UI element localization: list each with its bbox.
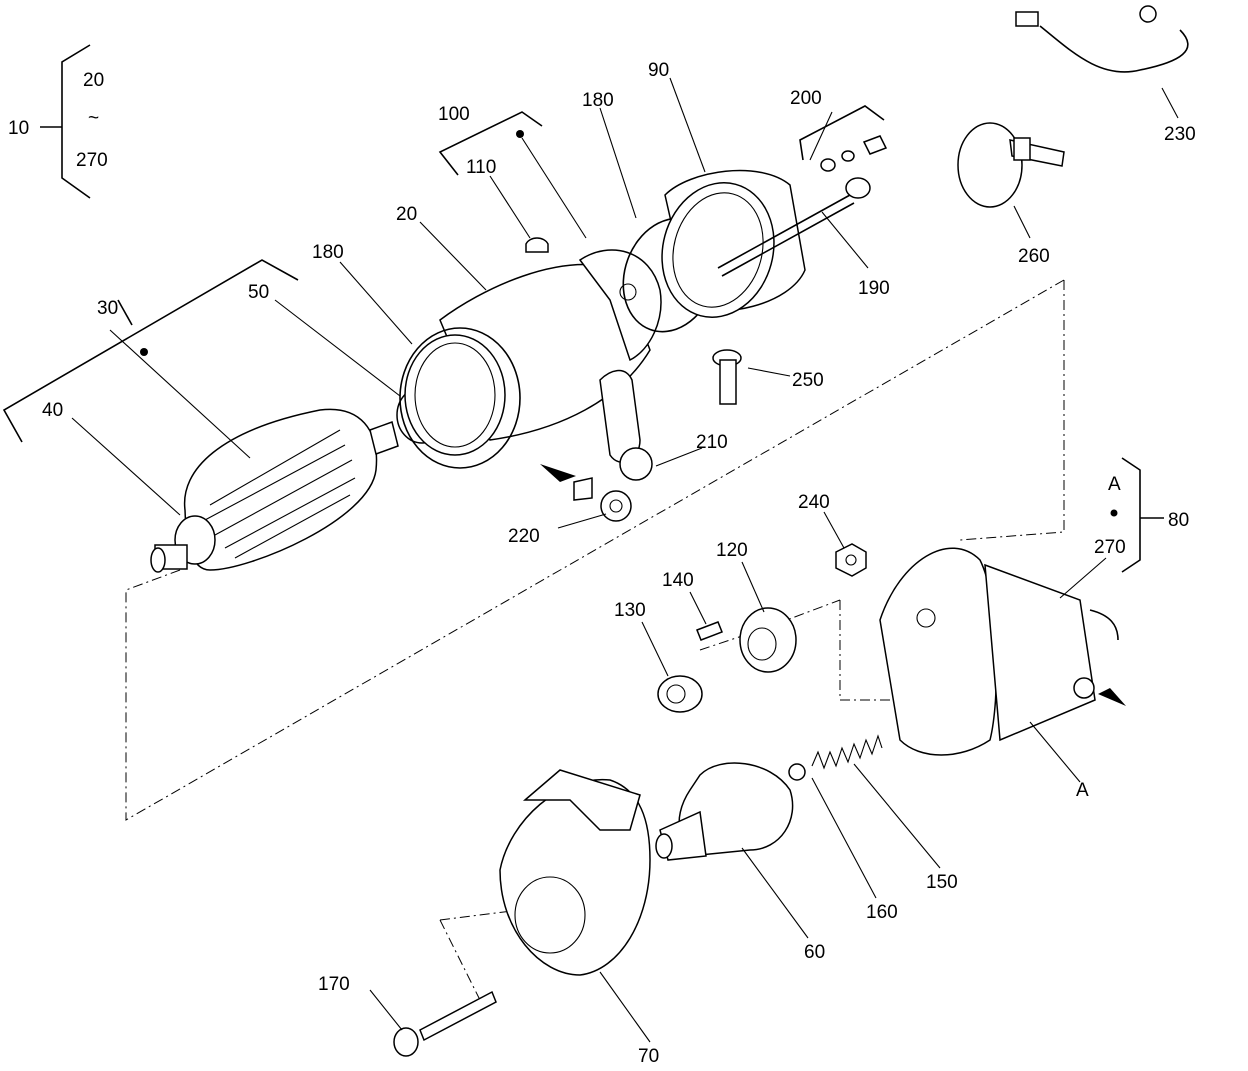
- callout-170: 170: [318, 974, 350, 995]
- callout-210: 210: [696, 432, 728, 453]
- callout-A-bottom: A: [1076, 780, 1089, 801]
- callout-60: 60: [804, 942, 825, 963]
- gear-part: [739, 607, 797, 673]
- leader-lines: [71, 77, 1179, 1043]
- bracket-10: [40, 44, 91, 199]
- callout-90: 90: [648, 60, 669, 81]
- callout-220: 220: [508, 526, 540, 547]
- callout-180-right: 180: [582, 90, 614, 111]
- callout-10: 10: [8, 118, 29, 139]
- retainer-part: [657, 675, 703, 713]
- screw-part-250: [712, 349, 742, 405]
- callout-150: 150: [926, 872, 958, 893]
- callout-230: 230: [1164, 124, 1196, 145]
- callout-190: 190: [858, 278, 890, 299]
- spring-part: [811, 734, 883, 770]
- callout-270-range: 270: [76, 150, 108, 171]
- callout-120: 120: [716, 540, 748, 561]
- callout-240: 240: [798, 492, 830, 513]
- nut-part-220: [600, 490, 632, 522]
- callout-80: 80: [1168, 510, 1189, 531]
- drive-housing-part: [499, 769, 651, 976]
- ground-wire-part: [1015, 5, 1189, 73]
- pin-part: [696, 621, 723, 641]
- clip-part-110: [525, 237, 549, 253]
- callout-200: 200: [790, 88, 822, 109]
- callout-50: 50: [248, 282, 269, 303]
- pinion-clutch-part: [655, 762, 794, 861]
- bracket-80: [1110, 457, 1164, 573]
- callout-130: 130: [614, 600, 646, 621]
- callout-40: 40: [42, 400, 63, 421]
- callout-labels: 10 20 ~ 270 30 40 50 180 20 100 110 180 …: [8, 60, 1196, 1067]
- through-bolt-part: [717, 177, 871, 277]
- bracket-30: [2, 259, 299, 443]
- band-clamp-part: [957, 122, 1065, 208]
- callout-A-top: A: [1108, 474, 1121, 495]
- callout-20-range: 20: [83, 70, 104, 91]
- callout-180-left: 180: [312, 242, 344, 263]
- callout-100: 100: [438, 104, 470, 125]
- bolt-part: [393, 990, 497, 1057]
- solenoid-assembly-part: [879, 547, 1126, 756]
- callout-20: 20: [396, 204, 417, 225]
- callout-30: 30: [97, 298, 118, 319]
- bracket-100: [438, 111, 543, 176]
- callout-160: 160: [866, 902, 898, 923]
- ball-part: [788, 763, 806, 781]
- washer-nut-set: [820, 135, 888, 172]
- nut-part-240: [835, 543, 867, 577]
- callout-260: 260: [1018, 246, 1050, 267]
- callout-tilde: ~: [88, 108, 99, 129]
- callout-270: 270: [1094, 537, 1126, 558]
- callout-140: 140: [662, 570, 694, 591]
- cover-part: [661, 169, 806, 318]
- callout-250: 250: [792, 370, 824, 391]
- callout-110: 110: [466, 157, 496, 178]
- yoke-part: [399, 249, 662, 501]
- armature-part: [150, 408, 399, 573]
- callout-70: 70: [638, 1046, 659, 1067]
- bracket-200: [799, 105, 885, 161]
